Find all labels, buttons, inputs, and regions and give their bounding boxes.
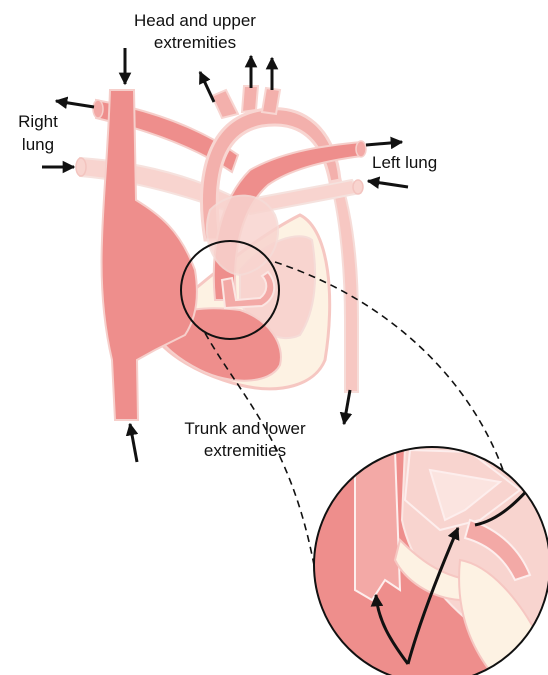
label-head-line1: Head and upper — [134, 11, 256, 30]
label-trunk-line2: extremities — [204, 441, 286, 460]
label-head-line2: extremities — [154, 33, 236, 52]
carotid-branch — [242, 86, 258, 112]
arrow-icon — [368, 181, 408, 187]
arrow-icon — [366, 142, 402, 145]
arrow-icon — [200, 72, 214, 102]
label-right-lung-line1: Right — [18, 112, 58, 131]
label-left-lung: Left lung — [372, 153, 437, 172]
zoom-inset — [314, 447, 548, 675]
label-right-lung-line2: lung — [22, 135, 54, 154]
arrow-icon — [56, 101, 94, 107]
arrow-icon — [344, 390, 350, 424]
label-trunk-line1: Trunk and lower — [184, 419, 306, 438]
descending-aorta — [330, 172, 358, 392]
brachiocephalic-branch — [212, 90, 238, 118]
subclavian-branch — [262, 88, 280, 114]
arrow-icon — [130, 424, 137, 462]
